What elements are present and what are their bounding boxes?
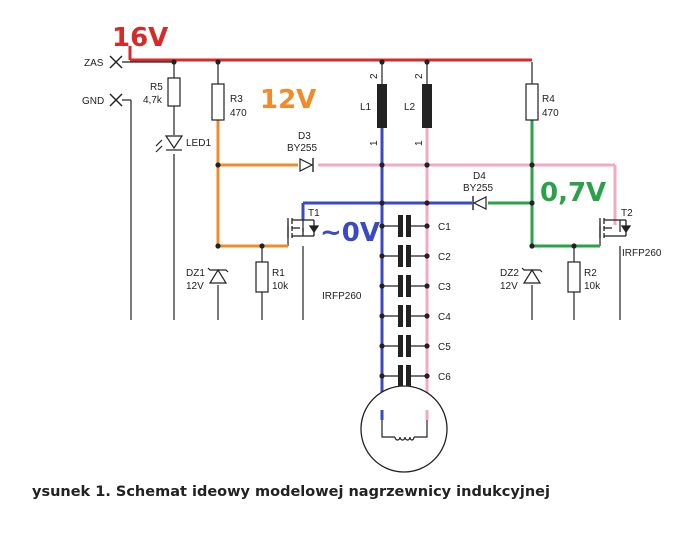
r1-label: R1 xyxy=(272,268,285,279)
l2-pin2: 2 xyxy=(414,73,425,79)
l2-inductor xyxy=(422,84,432,128)
r5-value: 4,7k xyxy=(143,95,163,106)
dz2-zener xyxy=(521,267,543,284)
r5-label: R5 xyxy=(150,82,163,93)
r2-value: 10k xyxy=(584,281,601,292)
t2-label: T2 xyxy=(621,208,633,219)
t2-part: IRFP260 xyxy=(622,248,662,259)
l1-label: L1 xyxy=(360,102,372,113)
net-0v xyxy=(301,128,472,420)
r4-label: R4 xyxy=(542,94,555,105)
work-coil xyxy=(360,385,448,473)
capacitor-label-c6: C6 xyxy=(438,372,451,383)
r3-value: 470 xyxy=(230,108,247,119)
annotation-16v: 16V xyxy=(112,23,168,53)
d4-part: BY255 xyxy=(463,183,493,194)
dz2-label: DZ2 xyxy=(500,268,519,279)
net-12v xyxy=(216,120,298,248)
r1-resistor xyxy=(255,261,269,293)
annotation-12v: 12V xyxy=(260,85,316,115)
dz2-value: 12V xyxy=(500,281,518,292)
capacitor-c5: C5 xyxy=(379,335,451,357)
led1-label: LED1 xyxy=(186,138,211,149)
dz1-value: 12V xyxy=(186,281,204,292)
net-07v xyxy=(488,120,600,248)
gnd-label: GND xyxy=(82,96,104,107)
t2-mosfet xyxy=(599,218,632,238)
capacitor-c1: C1 xyxy=(379,215,451,237)
l1-pin2: 2 xyxy=(369,73,380,79)
r3-resistor xyxy=(211,83,225,121)
d4-diode xyxy=(472,196,487,210)
capacitor-label-c5: C5 xyxy=(438,342,451,353)
r4-resistor xyxy=(525,83,539,121)
figure-caption: ysunek 1. Schemat ideowy modelowej nagrz… xyxy=(32,484,550,500)
d3-part: BY255 xyxy=(287,143,317,154)
r1-value: 10k xyxy=(272,281,289,292)
r2-label: R2 xyxy=(584,268,597,279)
net-pink xyxy=(318,128,617,420)
l2-pin1: 1 xyxy=(414,140,425,146)
annotation-07v: 0,7V xyxy=(540,178,606,208)
l2-label: L2 xyxy=(404,102,416,113)
capacitor-label-c1: C1 xyxy=(438,222,451,233)
dz1-zener xyxy=(207,267,229,284)
annotation-0v: ~0V xyxy=(320,218,380,248)
zas-terminal xyxy=(109,55,123,69)
capacitor-c4: C4 xyxy=(379,305,451,327)
capacitor-c2: C2 xyxy=(379,245,451,267)
d3-label: D3 xyxy=(298,131,311,142)
capacitor-c6: C6 xyxy=(379,365,451,387)
capacitor-c3: C3 xyxy=(379,275,451,297)
t1-part: IRFP260 xyxy=(322,291,362,302)
l1-inductor xyxy=(377,84,387,128)
black-wiring xyxy=(122,61,621,320)
dz1-label: DZ1 xyxy=(186,268,205,279)
t1-mosfet xyxy=(287,218,320,238)
t1-label: T1 xyxy=(308,208,320,219)
capacitor-label-c2: C2 xyxy=(438,252,451,263)
r2-resistor xyxy=(567,261,581,293)
led1-symbol xyxy=(155,135,184,153)
r4-value: 470 xyxy=(542,108,559,119)
d3-diode xyxy=(299,158,314,172)
capacitor-label-c4: C4 xyxy=(438,312,451,323)
gnd-terminal xyxy=(109,93,123,107)
l1-pin1: 1 xyxy=(369,140,380,146)
d4-label: D4 xyxy=(473,171,486,182)
zas-label: ZAS xyxy=(84,58,104,69)
r5-resistor xyxy=(167,77,181,107)
junctions xyxy=(171,59,577,249)
r3-label: R3 xyxy=(230,94,243,105)
capacitor-label-c3: C3 xyxy=(438,282,451,293)
